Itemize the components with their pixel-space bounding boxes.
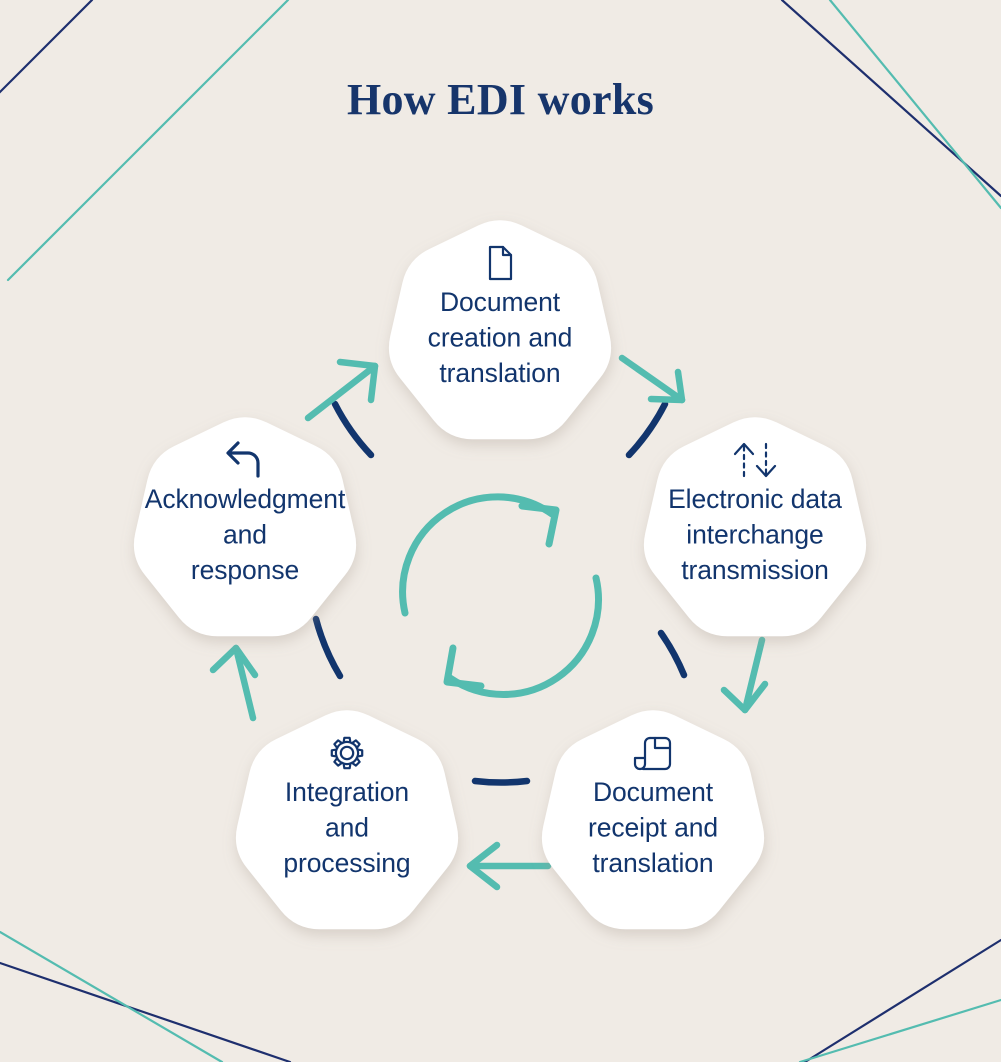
- arc-inner-left: [312, 615, 344, 680]
- cycle-arc-top: [399, 493, 556, 617]
- node-label-line: receipt and: [588, 813, 718, 843]
- node-label-line: response: [191, 555, 299, 585]
- node-shape[interactable]: [235, 710, 459, 930]
- bottom-left-teal: [0, 930, 224, 1062]
- node-label-line: creation and: [428, 323, 573, 353]
- arrow-ack-to-document: [304, 358, 379, 422]
- node-label-line: translation: [439, 358, 560, 388]
- cycle-arrows: [399, 493, 602, 698]
- data-transfer-icon: [733, 442, 777, 478]
- arc-inner-top-right: [625, 400, 669, 459]
- cycle-arc-bottom: [446, 574, 602, 698]
- scroll-icon: [633, 736, 672, 771]
- bottom-right-teal: [798, 998, 1001, 1062]
- bottom-left-navy: [0, 961, 292, 1062]
- node-label-line: and: [325, 813, 369, 843]
- page-title: How EDI works: [346, 75, 655, 124]
- bottom-right-navy: [803, 938, 1001, 1062]
- node-label-line: Electronic data: [668, 484, 842, 514]
- reply-arrow-icon: [226, 441, 260, 478]
- teal-arrow-group: [209, 354, 769, 891]
- arc-inner-top-left: [331, 400, 375, 459]
- node-shape[interactable]: [388, 220, 612, 440]
- node-label-line: Acknowledgment: [145, 484, 346, 514]
- cycle-arrowhead-bottom: [443, 644, 485, 690]
- node-label-line: Integration: [285, 777, 409, 807]
- document-icon: [488, 245, 513, 281]
- node-document-receipt[interactable]: Document receipt and translation: [541, 710, 765, 930]
- top-right-teal: [828, 0, 1001, 210]
- node-edi-transmission[interactable]: Electronic data interchange transmission: [643, 417, 867, 637]
- node-label-line: translation: [592, 848, 713, 878]
- node-shape[interactable]: [643, 417, 867, 637]
- navy-arc-group: [312, 400, 688, 786]
- node-label-line: and: [223, 520, 267, 550]
- arc-inner-bottom: [471, 777, 531, 786]
- cycle-arrowhead-top: [518, 502, 560, 548]
- node-label-line: transmission: [681, 555, 829, 585]
- gear-icon: [330, 736, 364, 770]
- node-acknowledgment-response[interactable]: Acknowledgment and response: [133, 417, 357, 637]
- node-shape[interactable]: [541, 710, 765, 930]
- arc-inner-right: [657, 629, 688, 679]
- node-integration-processing[interactable]: Integration and processing: [235, 710, 459, 930]
- arrow-document-to-edi: [618, 354, 686, 404]
- node-label-line: interchange: [686, 520, 823, 550]
- top-left-teal: [6, 0, 290, 282]
- top-left-navy: [0, 0, 94, 94]
- node-shape[interactable]: [133, 417, 357, 637]
- node-document-creation[interactable]: Document creation and translation: [388, 220, 612, 440]
- arrow-integration-to-ack: [209, 644, 259, 722]
- node-label-line: Document: [440, 287, 561, 317]
- arrow-edi-to-receipt: [720, 636, 769, 714]
- node-label-line: Document: [593, 777, 714, 807]
- node-label-line: processing: [283, 848, 410, 878]
- arrow-receipt-to-integration: [466, 841, 552, 891]
